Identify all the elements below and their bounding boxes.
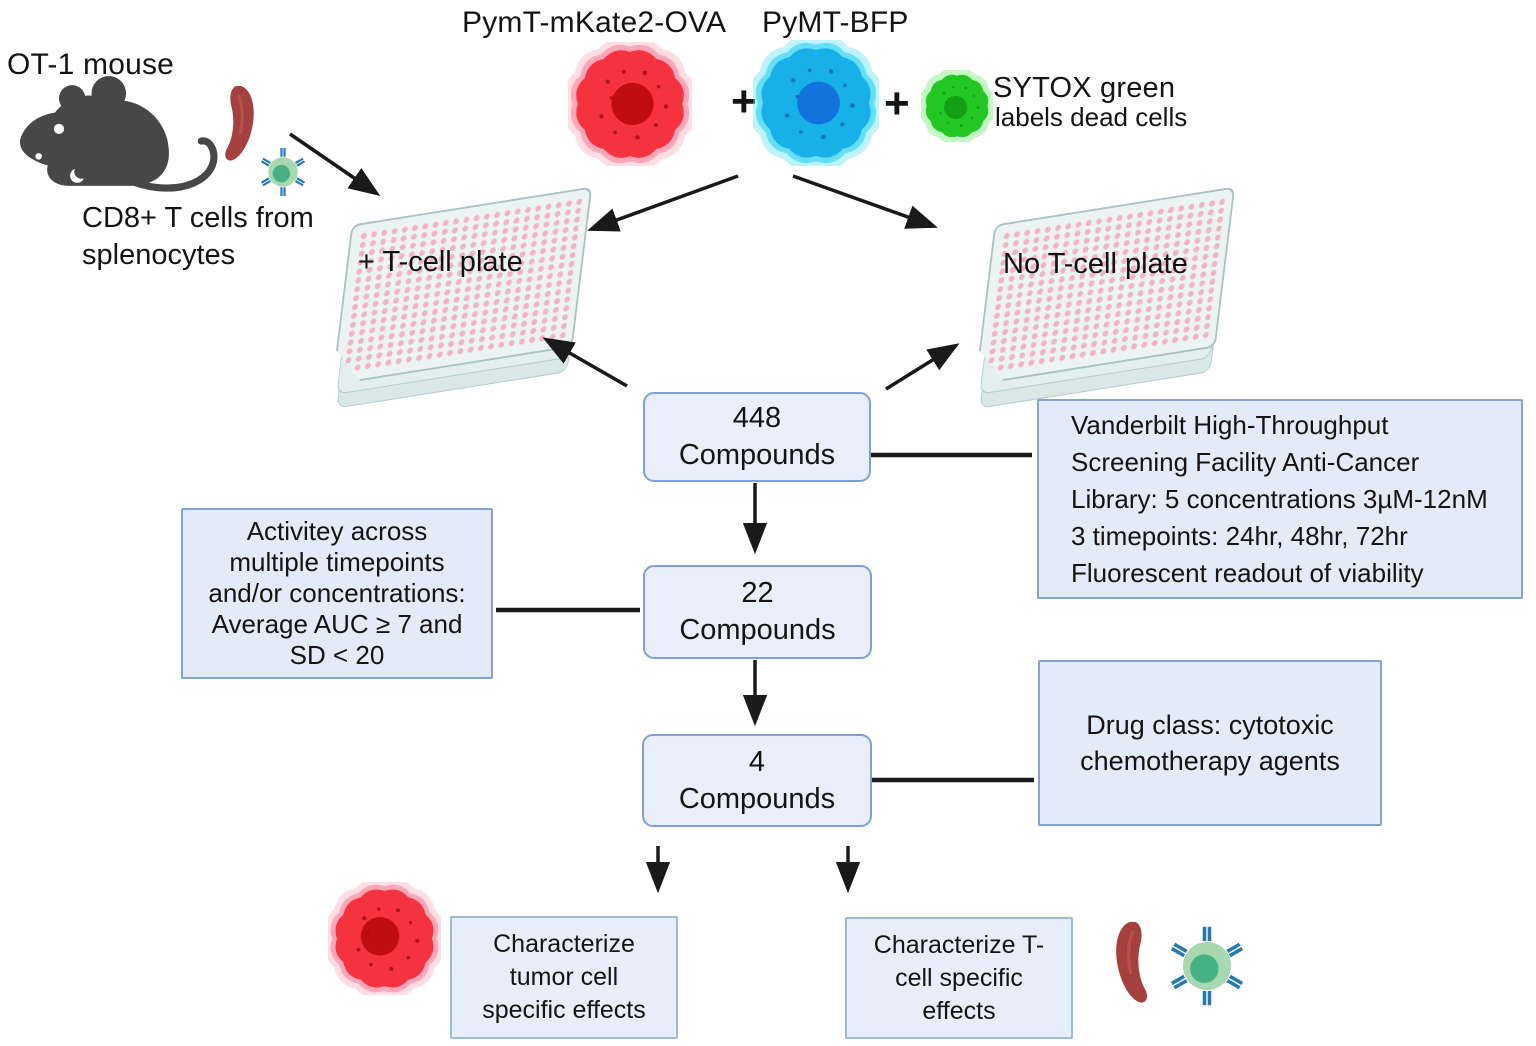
plus-sign-2: + — [884, 79, 910, 128]
box-4-compounds: 4 Compounds — [642, 734, 872, 827]
tcell-plate-label: + T-cell plate — [358, 246, 523, 278]
tcell-plate: + T-cell plate — [330, 196, 595, 409]
spleen-icon — [1114, 920, 1149, 1005]
mouse-tail — [124, 137, 218, 192]
ot1-mouse-title: OT-1 mouse — [7, 48, 175, 81]
ot1-mouse-icon — [19, 76, 218, 192]
plate-wells — [985, 197, 1226, 375]
box-outcome-tcell: Characterize T- cell specific effects — [845, 917, 1073, 1039]
box-activity-filter: Activitey across multiple timepoints and… — [181, 508, 493, 679]
cd8-t-cell-icon — [1170, 925, 1244, 1007]
no-tcell-plate-label: No T-cell plate — [1003, 248, 1188, 280]
box-library-note: Vanderbilt High-Throughput Screening Fac… — [1037, 399, 1523, 599]
sytox-title: SYTOX green — [993, 72, 1176, 104]
box-drug-class: Drug class: cytotoxic chemotherapy agent… — [1038, 660, 1382, 826]
pymt-mkate2-ova-tumor-cell-icon — [568, 42, 692, 166]
cd8-t-cell-icon — [260, 146, 306, 198]
pymt-bfp-tumor-cell-icon — [753, 40, 879, 166]
plate-wells — [342, 197, 583, 375]
arrow-448-to-right-plate — [885, 343, 960, 391]
arrow-cells-to-left-plate — [587, 174, 739, 232]
blue-cell-label: PyMT-BFP — [762, 6, 909, 39]
plus-sign-1: + — [731, 77, 757, 126]
sytox-green-dead-cell-icon — [921, 70, 993, 142]
arrow-cells-to-right-plate — [792, 174, 938, 229]
box-448-compounds: 448 Compounds — [643, 392, 871, 482]
mouse-body — [19, 95, 169, 186]
sytox-caption: labels dead cells — [995, 102, 1188, 132]
cd8-caption: CD8+ T cells from splenocytes — [82, 202, 314, 271]
box-22-compounds: 22 Compounds — [643, 565, 872, 659]
red-cell-label: PymT-mKate2-OVA — [462, 6, 727, 39]
pymt-mkate2-ova-tumor-cell-icon — [328, 882, 441, 995]
no-tcell-plate: No T-cell plate — [973, 196, 1238, 409]
mouse-eye — [53, 123, 65, 134]
box-outcome-tumor: Characterize tumor cell specific effects — [450, 916, 678, 1039]
